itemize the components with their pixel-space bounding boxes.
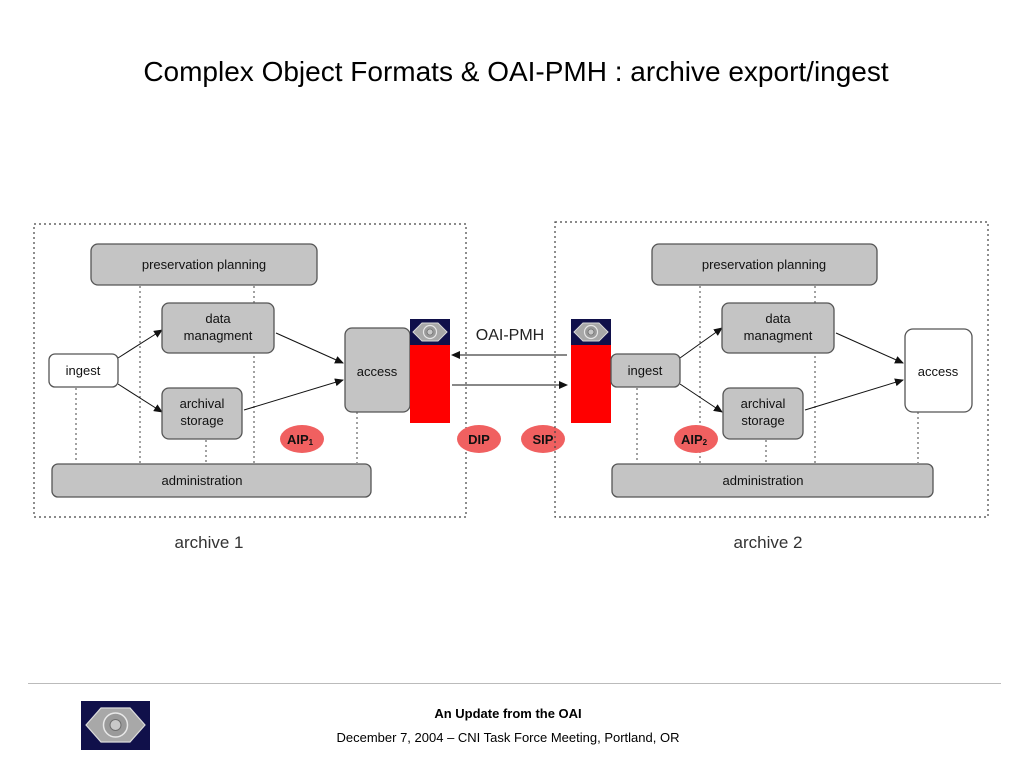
archive-1: preservation planning data managment ing… <box>33 223 467 552</box>
svg-text:storage: storage <box>741 413 784 428</box>
archive-2-access: access <box>904 328 973 413</box>
archive-1-preservation-planning: preservation planning <box>90 243 318 286</box>
svg-text:preservation planning: preservation planning <box>142 257 266 272</box>
archive-1-label: archive 1 <box>175 533 244 552</box>
archive-2-label: archive 2 <box>734 533 803 552</box>
oai-eye-icon <box>570 318 612 346</box>
svg-text:data: data <box>765 311 791 326</box>
svg-text:archival: archival <box>741 396 786 411</box>
svg-text:SIP: SIP <box>533 432 554 447</box>
svg-text:administration: administration <box>162 473 243 488</box>
dip-badge: DIP <box>457 425 501 453</box>
svg-text:access: access <box>918 364 959 379</box>
archive-2: preservation planning data managment ing… <box>554 221 989 552</box>
svg-text:ingest: ingest <box>66 363 101 378</box>
archive-1-flow-arrows <box>117 329 344 413</box>
svg-text:data: data <box>205 311 231 326</box>
archive-1-aip-badge: AIP1 <box>280 425 324 453</box>
footer-divider <box>28 683 1001 684</box>
archive-2-ingest: ingest <box>610 353 681 388</box>
svg-text:DIP: DIP <box>468 432 490 447</box>
svg-text:access: access <box>357 364 398 379</box>
oai-eye-icon <box>409 318 451 346</box>
footer-subtitle: December 7, 2004 – CNI Task Force Meetin… <box>336 730 680 745</box>
archive-2-administration: administration <box>611 463 934 498</box>
sip-badge: SIP <box>521 425 565 453</box>
svg-text:preservation planning: preservation planning <box>702 257 826 272</box>
archive-2-flow-arrows <box>679 327 904 413</box>
svg-text:AIP2: AIP2 <box>681 432 708 447</box>
archive-1-archival-storage: archival storage <box>161 387 243 440</box>
archive-1-access: access <box>344 327 411 413</box>
archive-2-data-management: data managment <box>721 302 835 354</box>
archive-2-preservation-planning: preservation planning <box>651 243 878 286</box>
archive-2-aip-badge: AIP2 <box>674 425 718 453</box>
svg-text:archival: archival <box>180 396 225 411</box>
oai-pmh-arrows <box>451 351 568 389</box>
oai-eye-logo-icon <box>81 701 150 750</box>
archive-2-boundary <box>554 221 989 518</box>
protocol-label: OAI-PMH <box>476 327 544 344</box>
footer-title: An Update from the OAI <box>434 706 582 721</box>
archive-2-dotted-connectors <box>636 286 919 463</box>
svg-text:administration: administration <box>723 473 804 488</box>
archive-1-dotted-connectors <box>75 286 358 463</box>
svg-text:AIP1: AIP1 <box>287 432 314 447</box>
slide-title: Complex Object Formats & OAI-PMH : archi… <box>143 56 889 87</box>
svg-text:managment: managment <box>184 328 253 343</box>
svg-text:managment: managment <box>744 328 813 343</box>
svg-text:storage: storage <box>180 413 223 428</box>
archive-2-archival-storage: archival storage <box>722 387 804 440</box>
endpoint-archive-2 <box>570 318 612 423</box>
svg-text:ingest: ingest <box>628 363 663 378</box>
archive-1-boundary <box>33 223 467 518</box>
endpoint-archive-1 <box>409 318 451 423</box>
archive-1-administration: administration <box>51 463 372 498</box>
archive-1-data-management: data managment <box>161 302 275 354</box>
archive-1-ingest: ingest <box>48 353 119 388</box>
